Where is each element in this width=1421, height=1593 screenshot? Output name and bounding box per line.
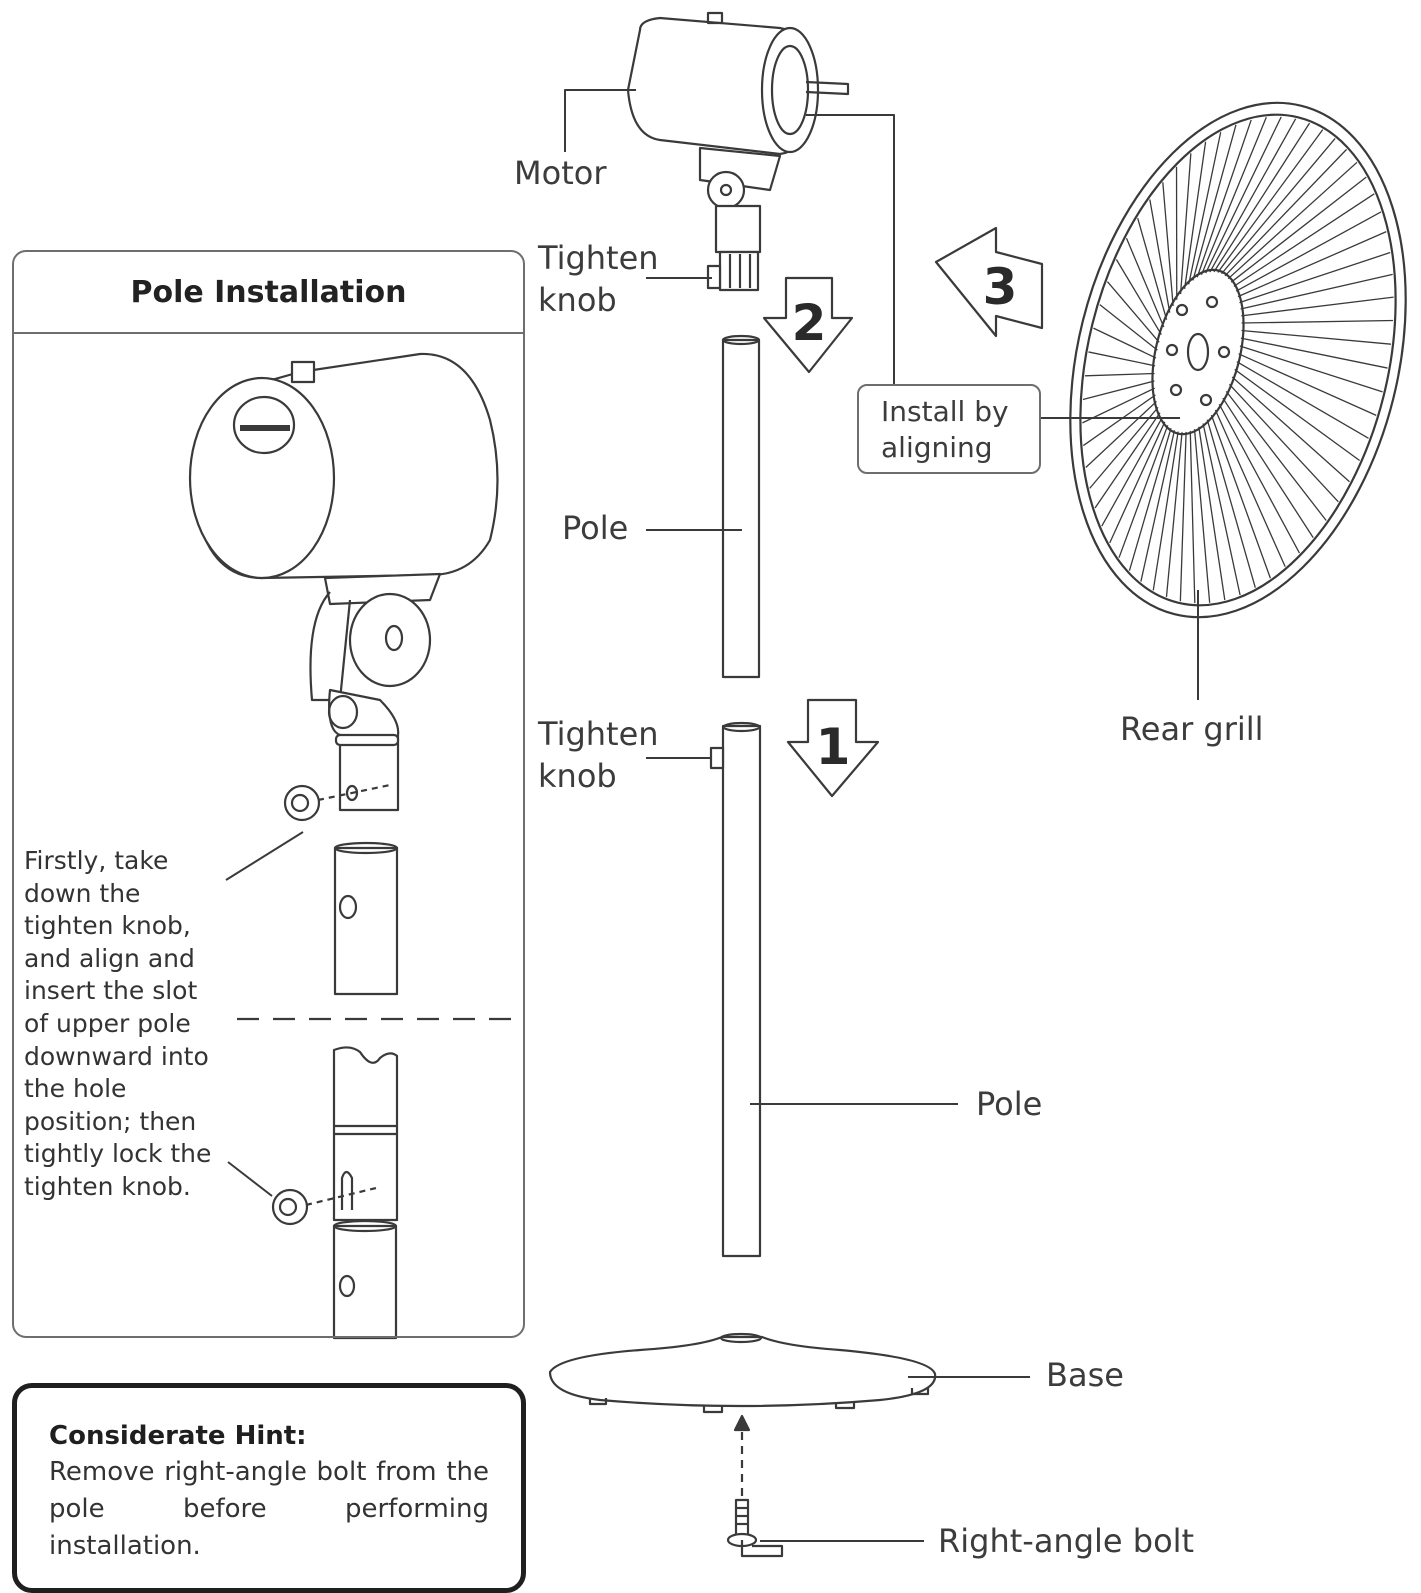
step-number-1: 1: [816, 718, 851, 776]
label-pole-lower: Pole: [976, 1083, 1042, 1125]
base-illustration: [550, 1334, 935, 1412]
hint-body: Remove right-angle bolt from the pole be…: [49, 1454, 489, 1565]
label-tighten-knob-upper: Tighten knob: [538, 237, 659, 321]
install-by-aligning-callout: Install by aligning: [857, 384, 1041, 474]
step-number-2: 2: [792, 294, 827, 352]
hint-title: Considerate Hint:: [49, 1418, 489, 1454]
install-by-aligning-text: Install by aligning: [881, 395, 1009, 464]
considerate-hint-box: Considerate Hint: Remove right-angle bol…: [12, 1383, 526, 1593]
panel-title: Pole Installation: [130, 275, 406, 310]
motor-illustration: [628, 13, 848, 290]
label-pole-upper: Pole: [562, 507, 628, 549]
label-base: Base: [1046, 1354, 1124, 1396]
label-tighten-knob-lower: Tighten knob: [538, 713, 659, 797]
right-angle-bolt-illustration: [728, 1416, 782, 1556]
label-rear-grill: Rear grill: [1120, 708, 1264, 750]
lower-pole-illustration: [711, 723, 760, 1256]
panel-header: Pole Installation: [14, 252, 523, 334]
label-motor: Motor: [514, 152, 606, 194]
upper-pole-illustration: [723, 336, 759, 677]
pole-installation-instructions: Firstly, take down the tighten knob, and…: [24, 845, 234, 1204]
step-number-3: 3: [983, 258, 1018, 316]
label-right-angle-bolt: Right-angle bolt: [938, 1520, 1194, 1562]
